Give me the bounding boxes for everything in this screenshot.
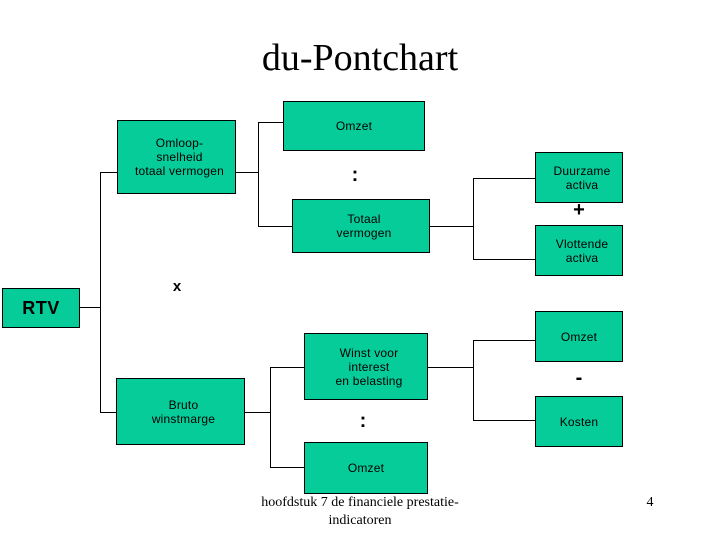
node-omloopsnelheid-line2: snelheid [156,150,203,164]
node-omzet-bottom[interactable]: Omzet [304,442,428,494]
connector-kosten-arm [473,420,535,421]
connector-left-bracket-vertical [100,172,101,413]
connector-omzet-arm [258,122,284,123]
node-totaal-vermogen-line2: vermogen [336,226,392,240]
connector-winst-omzet-bracket-vertical [270,367,271,468]
node-rtv-label: RTV [22,298,60,318]
node-omzet-right[interactable]: Omzet [535,311,623,362]
connector-omzetright-arm [473,340,535,341]
connector-brutowinstmarge-stub [245,412,270,413]
connector-vlottende-arm [473,259,535,260]
node-vlottende-activa-line1: Vlottende [555,236,609,251]
node-omzet-right-label: Omzet [560,329,598,344]
node-duurzame-activa-line2: activa [565,177,599,192]
page-title: du-Pontchart [261,37,459,79]
node-omzet-top[interactable]: Omzet [283,101,425,151]
node-duurzame-activa-line1: Duurzame [553,163,611,178]
connector-left-bracket-arm-bottom [100,412,117,413]
node-omzet-bottom-label: Omzet [347,461,385,475]
connector-omzet-kosten-bracket-vertical [473,340,474,421]
operator-plus: + [573,199,585,221]
node-totaal-vermogen-line1: Totaal [347,212,381,226]
node-vlottende-activa-line2: activa [565,250,599,265]
node-rtv[interactable]: RTV [2,288,80,328]
connector-winstvoor-arm [270,367,305,368]
connector-winstvoor-stub [428,367,473,368]
connector-totaalvermogen-stub [430,226,473,227]
node-bruto-winstmarge-line2: winstmarge [151,411,216,426]
operator-multiply: x [172,278,182,295]
node-bruto-winstmarge-line1: Bruto [168,397,199,412]
connector-duurzame-arm [473,178,535,179]
connector-left-bracket-arm-top [100,172,117,173]
node-omzet-top-label: Omzet [335,119,373,133]
connector-omloopsnelheid-stub [236,172,258,173]
node-winst-voor-line2: interest [348,359,390,374]
node-winst-voor-line3: en belasting [335,373,403,388]
connector-omzet-tv-bracket-vertical [258,122,259,227]
footer-page-number: 4 [646,495,654,510]
node-omloopsnelheid-line3: totaal vermogen [134,164,225,178]
footer-caption: hoofdstuk 7 de financiele prestatie- ind… [180,494,540,530]
connector-totaalvermogen-arm [258,226,293,227]
node-winst-voor-line1: Winst voor [339,345,399,360]
footer-caption-line1: hoofdstuk 7 de financiele prestatie- [261,495,459,510]
operator-divide-top: : [351,164,359,186]
connector-omzetbottom-arm [270,467,305,468]
connector-activa-bracket-vertical [473,178,474,260]
operator-minus: - [575,367,583,389]
node-omloopsnelheid-line1: Omloop- [155,136,204,150]
operator-divide-bottom: : [359,410,367,432]
footer-caption-line2: indicatoren [328,513,392,528]
node-kosten-label: Kosten [559,414,599,429]
connector-rtv-stub [80,307,100,308]
node-kosten[interactable]: Kosten [535,396,623,447]
